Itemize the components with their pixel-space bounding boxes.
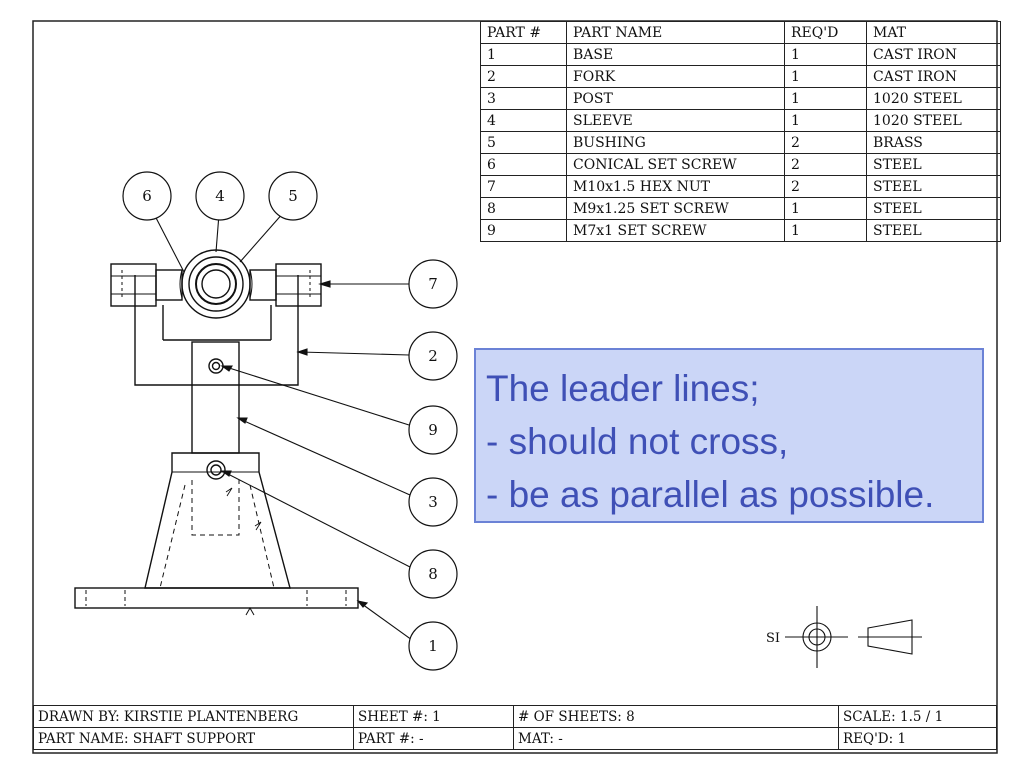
svg-text:5: 5 — [288, 187, 298, 205]
cell-part-name: M7x1 SET SCREW — [566, 219, 785, 242]
cell-reqd: 2 — [784, 175, 867, 198]
projection-symbol: SI — [766, 606, 922, 668]
note-line: - be as parallel as possible. — [486, 474, 935, 515]
required-qty: REQ'D: 1 — [838, 727, 997, 750]
table-row: 6 CONICAL SET SCREW 2 STEEL — [480, 153, 1001, 176]
cell-mat: STEEL — [866, 153, 1001, 176]
parts-list-table: PART # PART NAME REQ'D MAT 1 BASE 1 CAST… — [480, 21, 1001, 242]
title-block-row: DRAWN BY: KIRSTIE PLANTENBERG SHEET #: 1… — [33, 705, 997, 728]
cell-mat: CAST IRON — [866, 65, 1001, 88]
cell-reqd: 1 — [784, 65, 867, 88]
part-name: PART NAME: SHAFT SUPPORT — [33, 727, 354, 750]
table-row: 1 BASE 1 CAST IRON — [480, 43, 1001, 66]
parts-list-header: PART # PART NAME REQ'D MAT — [480, 21, 1001, 44]
sheet-number: SHEET #: 1 — [353, 705, 514, 728]
cell-part-num: 2 — [480, 65, 567, 88]
cell-mat: BRASS — [866, 131, 1001, 154]
sleeve-part — [179, 249, 253, 319]
svg-text:1: 1 — [428, 637, 438, 655]
balloon-6: 6 — [122, 171, 172, 221]
table-row: 3 POST 1 1020 STEEL — [480, 87, 1001, 110]
svg-text:3: 3 — [428, 493, 438, 511]
cell-reqd: 1 — [784, 43, 867, 66]
cell-part-name: CONICAL SET SCREW — [566, 153, 785, 176]
cell-mat: STEEL — [866, 219, 1001, 242]
scale: SCALE: 1.5 / 1 — [838, 705, 997, 728]
header-part-num: PART # — [480, 21, 567, 44]
header-part-name: PART NAME — [566, 21, 785, 44]
cell-mat: STEEL — [866, 197, 1001, 220]
cell-part-num: 5 — [480, 131, 567, 154]
cell-mat: STEEL — [866, 175, 1001, 198]
svg-text:2: 2 — [428, 347, 438, 365]
header-reqd: REQ'D — [784, 21, 867, 44]
svg-text:8: 8 — [428, 565, 438, 583]
cell-part-num: 7 — [480, 175, 567, 198]
cell-part-name: POST — [566, 87, 785, 110]
balloon-4: 4 — [195, 171, 245, 221]
balloon-7: 7 — [408, 259, 458, 309]
base-body — [144, 452, 291, 589]
cell-part-name: BASE — [566, 43, 785, 66]
cell-part-num: 8 — [480, 197, 567, 220]
balloon-5: 5 — [268, 171, 318, 221]
svg-text:9: 9 — [428, 421, 438, 439]
balloon-9: 9 — [408, 405, 458, 455]
cell-part-name: BUSHING — [566, 131, 785, 154]
balloon-8: 8 — [408, 549, 458, 599]
number-of-sheets: # OF SHEETS: 8 — [513, 705, 839, 728]
fork-part — [134, 275, 299, 386]
table-row: 8 M9x1.25 SET SCREW 1 STEEL — [480, 197, 1001, 220]
balloon-3: 3 — [408, 477, 458, 527]
balloon-1: 1 — [408, 621, 458, 671]
assembly-drawing — [74, 249, 359, 616]
svg-text:6: 6 — [142, 187, 152, 205]
header-mat: MAT — [866, 21, 1001, 44]
set-screw-8 — [206, 460, 226, 480]
leader-line-note: The leader lines; - should not cross, - … — [474, 348, 984, 523]
cell-part-name: SLEEVE — [566, 109, 785, 132]
set-screw-9 — [208, 358, 224, 374]
cell-reqd: 1 — [784, 197, 867, 220]
cell-part-num: 3 — [480, 87, 567, 110]
cell-part-name: FORK — [566, 65, 785, 88]
cell-reqd: 1 — [784, 219, 867, 242]
cell-reqd: 1 — [784, 87, 867, 110]
table-row: 4 SLEEVE 1 1020 STEEL — [480, 109, 1001, 132]
cell-part-num: 1 — [480, 43, 567, 66]
cell-part-num: 4 — [480, 109, 567, 132]
cell-reqd: 1 — [784, 109, 867, 132]
cell-reqd: 2 — [784, 131, 867, 154]
cell-reqd: 2 — [784, 153, 867, 176]
svg-text:SI: SI — [766, 631, 780, 646]
table-row: 2 FORK 1 CAST IRON — [480, 65, 1001, 88]
part-number: PART #: - — [353, 727, 514, 750]
base-part — [74, 587, 359, 616]
note-line: The leader lines; — [486, 368, 760, 409]
title-block: DRAWN BY: KIRSTIE PLANTENBERG SHEET #: 1… — [33, 705, 997, 750]
table-row: 7 M10x1.5 HEX NUT 2 STEEL — [480, 175, 1001, 198]
cell-mat: 1020 STEEL — [866, 87, 1001, 110]
cell-mat: 1020 STEEL — [866, 109, 1001, 132]
cell-part-num: 9 — [480, 219, 567, 242]
table-row: 5 BUSHING 2 BRASS — [480, 131, 1001, 154]
post-part — [191, 341, 240, 454]
hex-nut-right — [249, 263, 322, 307]
material: MAT: - — [513, 727, 839, 750]
table-row: 9 M7x1 SET SCREW 1 STEEL — [480, 219, 1001, 242]
title-block-row: PART NAME: SHAFT SUPPORT PART #: - MAT: … — [33, 727, 997, 750]
drawn-by: DRAWN BY: KIRSTIE PLANTENBERG — [33, 705, 354, 728]
svg-text:4: 4 — [215, 187, 225, 205]
note-line: - should not cross, — [486, 421, 789, 462]
cell-part-name: M10x1.5 HEX NUT — [566, 175, 785, 198]
cell-part-num: 6 — [480, 153, 567, 176]
hex-nut-left — [110, 263, 183, 307]
balloon-2: 2 — [408, 331, 458, 381]
svg-text:7: 7 — [428, 275, 438, 293]
cell-mat: CAST IRON — [866, 43, 1001, 66]
cell-part-name: M9x1.25 SET SCREW — [566, 197, 785, 220]
